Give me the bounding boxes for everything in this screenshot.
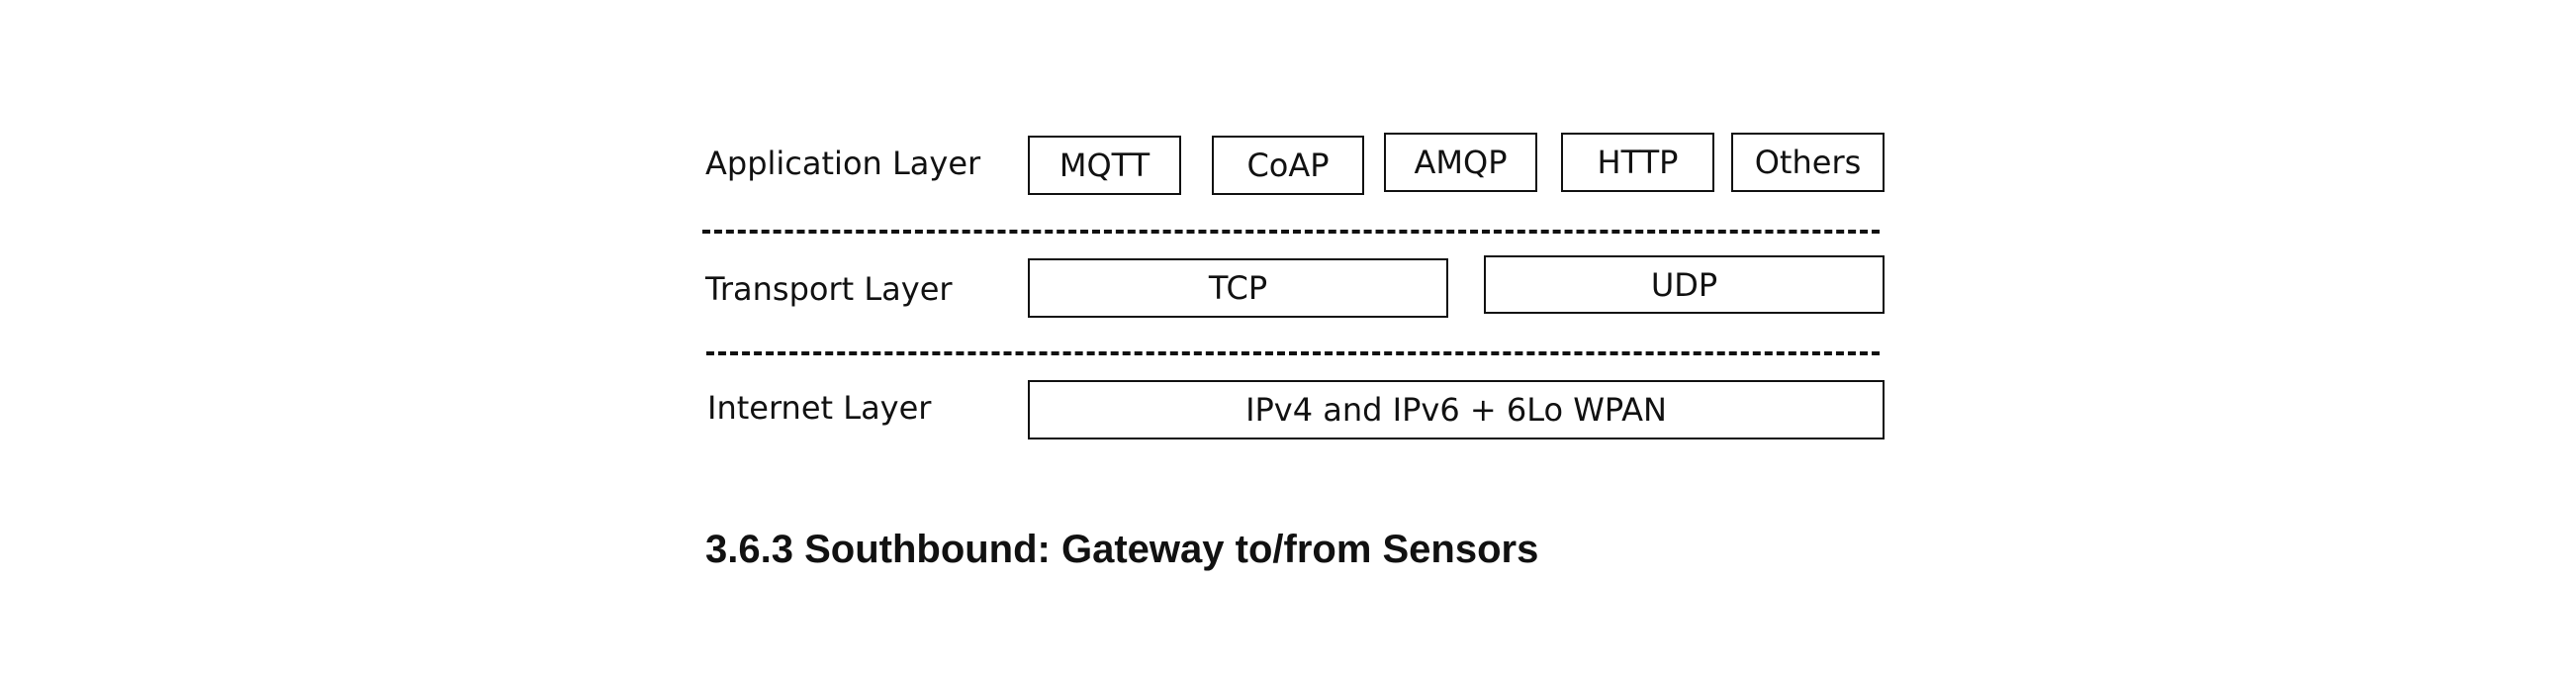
- coap-box: CoAP: [1212, 136, 1364, 195]
- http-box: HTTP: [1561, 133, 1714, 192]
- application-layer-label: Application Layer: [705, 145, 981, 182]
- ip-6lowpan-box: IPv4 and IPv6 + 6Lo WPAN: [1028, 380, 1885, 439]
- application-transport-divider: [702, 230, 1880, 234]
- mqtt-box: MQTT: [1028, 136, 1181, 195]
- udp-box: UDP: [1484, 255, 1885, 314]
- tcp-box: TCP: [1028, 258, 1448, 318]
- transport-internet-divider: [706, 351, 1880, 355]
- amqp-box: AMQP: [1384, 133, 1537, 192]
- transport-layer-label: Transport Layer: [705, 270, 953, 308]
- others-box: Others: [1731, 133, 1885, 192]
- internet-layer-label: Internet Layer: [707, 389, 932, 427]
- section-heading: 3.6.3 Southbound: Gateway to/from Sensor…: [705, 528, 1539, 571]
